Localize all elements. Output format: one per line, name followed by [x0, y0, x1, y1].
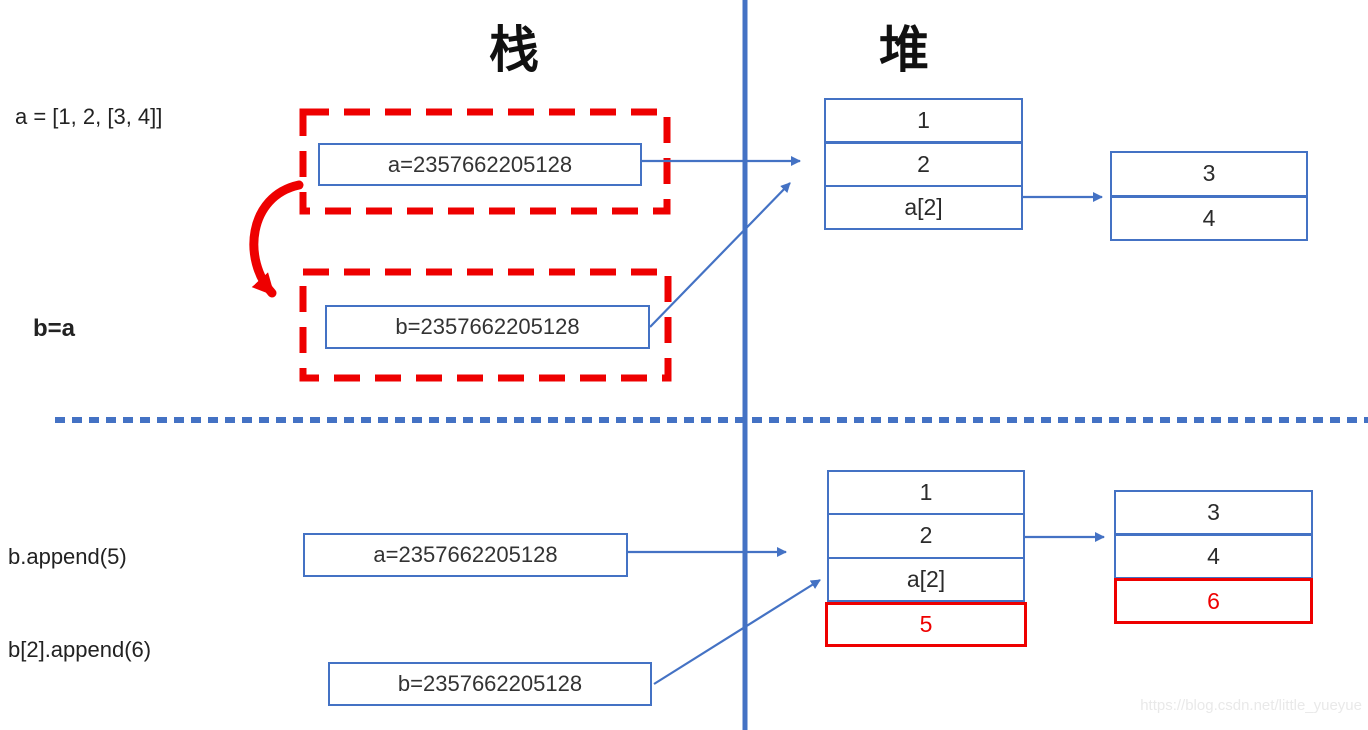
heap-cell: 4	[1202, 204, 1216, 231]
heap-cell: a[2]	[904, 194, 943, 220]
heap-appended-cell-6: 6	[1114, 578, 1313, 624]
stack-var-a-top: a=2357662205128	[318, 143, 642, 186]
stack-var-a-bottom: a=2357662205128	[303, 533, 628, 577]
arrow-b-top-to-list	[649, 182, 791, 328]
code-label-assign-a: a = [1, 2, [3, 4]]	[15, 104, 163, 129]
heap-sublist-top: 3 4	[1110, 151, 1308, 241]
stack-title: 栈	[489, 22, 541, 78]
heap-cell: 1	[826, 100, 1021, 144]
heap-cell: a[2]	[906, 565, 946, 592]
arrow-b-bottom-to-list	[653, 579, 821, 685]
heap-cell: 1	[829, 472, 1023, 516]
heap-cell: 3	[1116, 492, 1311, 536]
heap-appended-cell-5: 5	[825, 602, 1027, 647]
stack-var-b-bottom: b=2357662205128	[328, 662, 652, 706]
heap-cell: 2	[826, 144, 1021, 187]
heap-cell: 2	[829, 515, 1023, 559]
heap-sublist-bottom: 3 4	[1114, 490, 1313, 579]
heap-list-top: 1 2 a[2]	[824, 98, 1023, 230]
copy-reference-curved-arrow	[249, 180, 304, 298]
heap-title: 堆	[879, 22, 931, 78]
heap-cell: 3	[1112, 153, 1306, 198]
watermark-text: https://blog.csdn.net/little_yueyue	[1140, 697, 1362, 714]
code-label-b-append-5: b.append(5)	[8, 544, 127, 569]
heap-cell: 4	[1207, 543, 1220, 569]
code-label-b2-append-6: b[2].append(6)	[8, 637, 152, 662]
stack-var-b-top: b=2357662205128	[325, 305, 650, 349]
heap-list-bottom: 1 2 a[2]	[827, 470, 1025, 602]
code-label-b-equals-a: b=a	[33, 315, 76, 342]
